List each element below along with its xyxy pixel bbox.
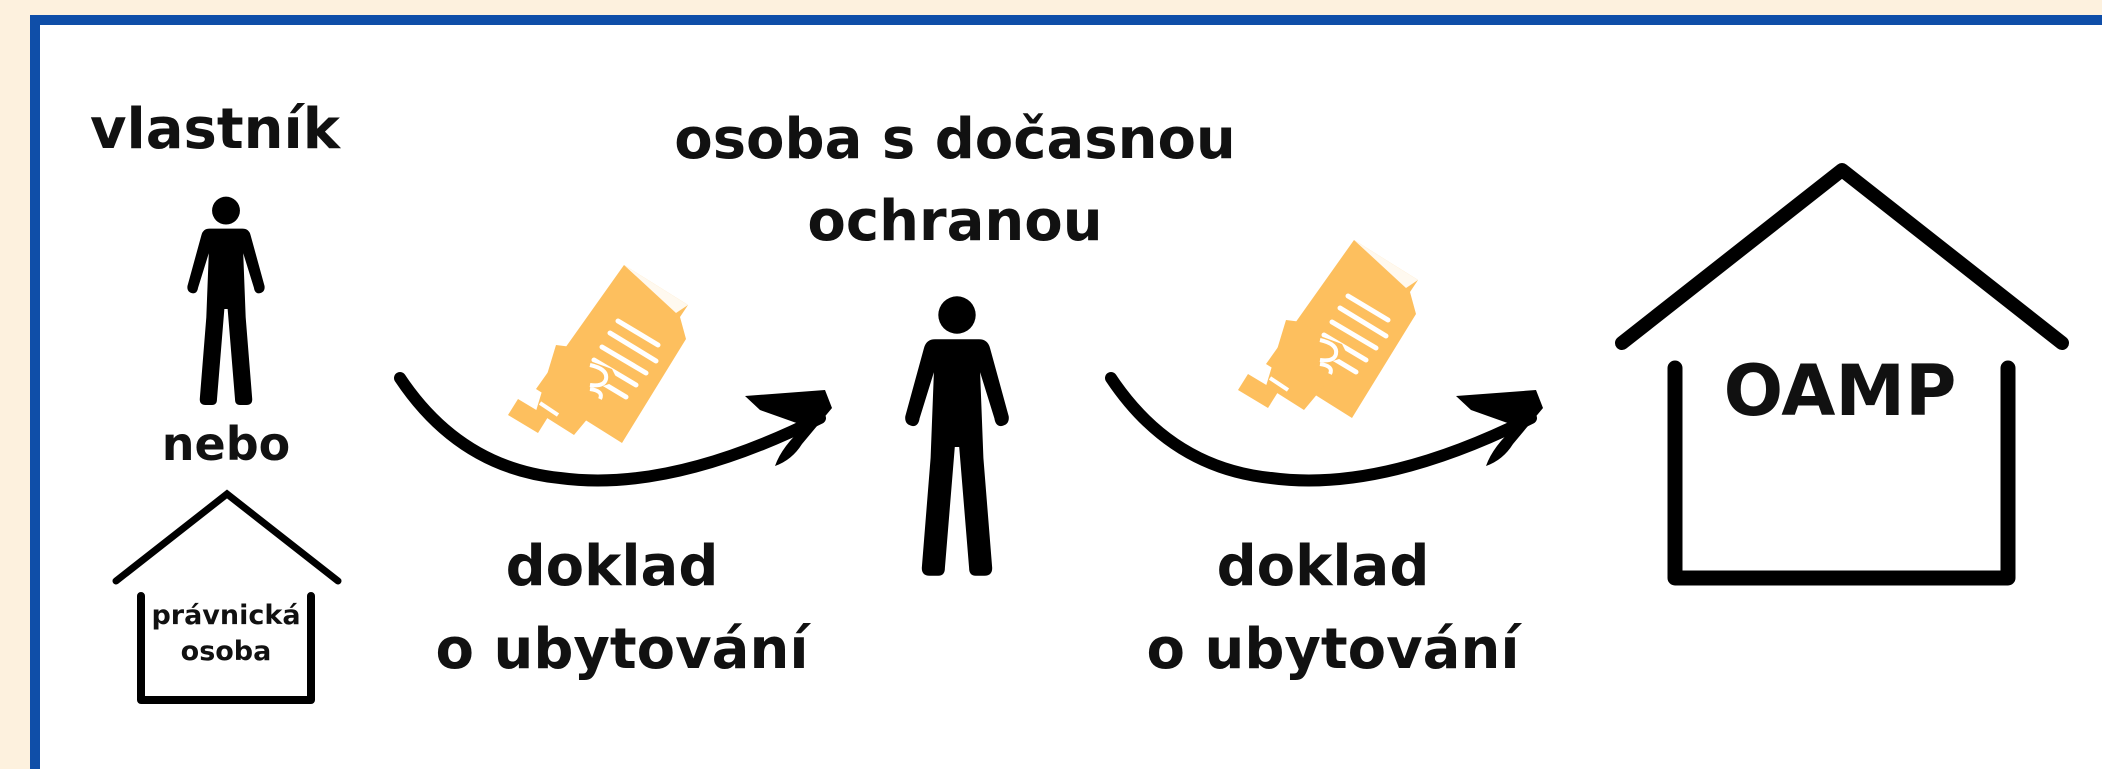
legal-entity-label-line2: osoba [181,636,272,667]
document-label-2-line1: doklad [1217,534,1430,599]
owner-person-icon [187,196,265,405]
document-label-1-line2: o ubytování [435,617,811,682]
legal-entity-label-line1: právnická [151,600,300,631]
document-label-1-line1: doklad [506,534,719,599]
document-hand-icon-2 [1238,240,1418,418]
document-hand-icon-1 [508,265,688,443]
or-label: nebo [162,417,290,471]
document-label-2-line2: o ubytování [1146,617,1522,682]
oamp-label: OAMP [1724,350,1957,432]
protected-person-label-line1: osoba s dočasnou [674,107,1236,172]
protected-person-icon [905,296,1009,576]
diagram-frame [30,15,2102,769]
oamp-house-icon [1615,163,2069,586]
protected-person-label-line2: ochranou [807,189,1102,254]
owner-label: vlastník [90,97,342,162]
legal-entity-house-icon [112,489,342,704]
